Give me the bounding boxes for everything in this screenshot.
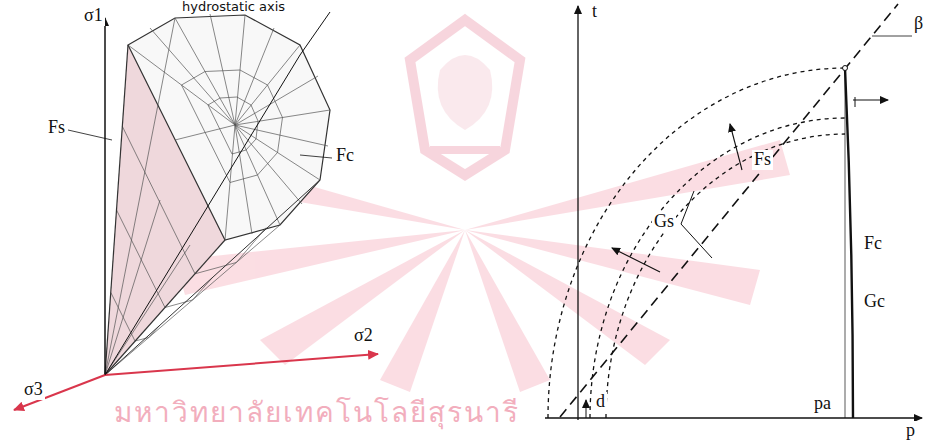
dimension-label: d xyxy=(594,392,607,412)
watermark: มหาวิทยาลัยเทคโนโลยีสุรนารี xyxy=(112,398,522,429)
surface-label: Fs xyxy=(46,118,67,138)
yield-cone xyxy=(105,14,330,375)
surface-label: Fc xyxy=(862,234,884,254)
angle-label: β xyxy=(912,14,925,34)
stress-axes xyxy=(14,12,378,410)
pt-plot xyxy=(545,4,922,420)
axis-label: pa xyxy=(812,394,833,414)
axis-label: p xyxy=(904,421,917,441)
surface-label: Gc xyxy=(862,292,887,312)
surface-label: Fc xyxy=(334,146,356,166)
axis-label: σ3 xyxy=(22,380,45,400)
axis-label: t xyxy=(590,2,599,22)
surface-label: Fs xyxy=(752,150,773,170)
surface-label: Gs xyxy=(652,212,676,232)
watermark-logo xyxy=(410,20,520,175)
axis-label: σ2 xyxy=(352,326,375,346)
axis-label: σ1 xyxy=(82,6,105,26)
axis-label: hydrostatic axis xyxy=(180,0,287,14)
